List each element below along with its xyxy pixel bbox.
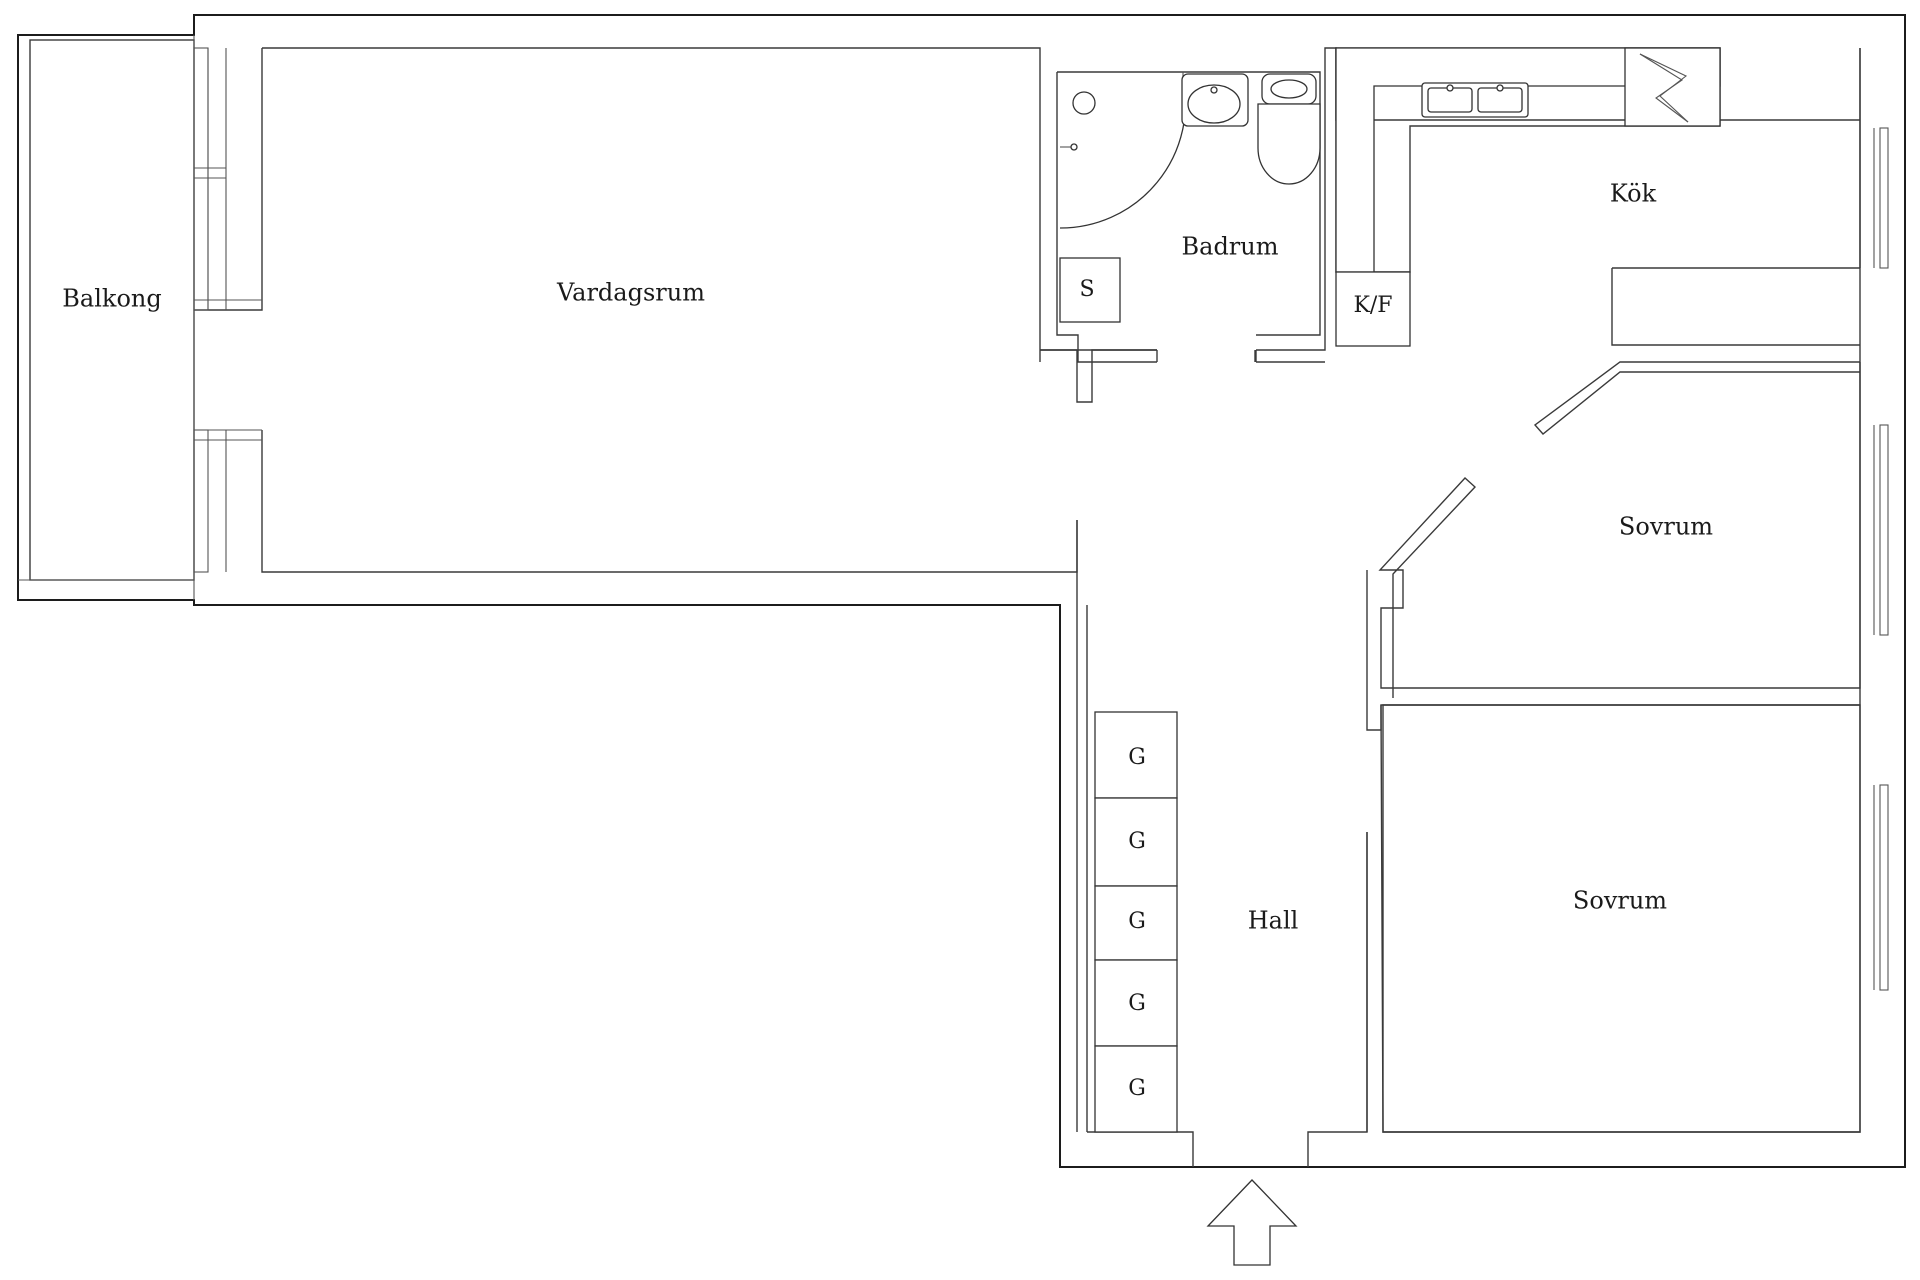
bathroom: S Badrum bbox=[1040, 71, 1325, 403]
hall: G G G G G Hall bbox=[1076, 520, 1299, 1133]
room-label-vardagsrum: Vardagsrum bbox=[556, 279, 705, 307]
fridge-freezer-label: K/F bbox=[1353, 293, 1392, 318]
bedroom-lower: Sovrum bbox=[1366, 704, 1889, 1133]
bedroom-upper: Sovrum bbox=[1366, 361, 1889, 731]
bathroom-storage: S bbox=[1059, 257, 1121, 323]
room-label-kok: Kök bbox=[1610, 180, 1657, 208]
shower-icon bbox=[1059, 72, 1187, 229]
living-room-walls bbox=[193, 47, 1078, 606]
stove-icon bbox=[1624, 47, 1721, 127]
entrance-arrow-icon bbox=[1206, 1179, 1298, 1266]
wardrobe-label: G bbox=[1128, 745, 1146, 770]
room-label-hall: Hall bbox=[1248, 907, 1299, 935]
wardrobe-label: G bbox=[1128, 909, 1146, 934]
room-label-balkong: Balkong bbox=[62, 285, 161, 313]
fridge-freezer: K/F bbox=[1335, 271, 1411, 347]
wardrobe-label: G bbox=[1128, 1076, 1146, 1101]
kitchen: K/F Kök bbox=[1335, 47, 1889, 347]
wardrobe-label: G bbox=[1128, 991, 1146, 1016]
room-label-sovrum-2: Sovrum bbox=[1573, 887, 1667, 915]
wardrobe-label: G bbox=[1128, 829, 1146, 854]
room-label-sovrum-1: Sovrum bbox=[1619, 513, 1713, 541]
wardrobes: G G G G G bbox=[1094, 711, 1178, 1133]
storage-s-label: S bbox=[1079, 277, 1094, 302]
toilet-icon bbox=[1257, 73, 1321, 185]
washbasin-icon bbox=[1181, 73, 1249, 127]
balcony bbox=[18, 35, 195, 600]
kitchen-sink-icon bbox=[1421, 82, 1529, 118]
room-label-badrum: Badrum bbox=[1182, 233, 1279, 261]
